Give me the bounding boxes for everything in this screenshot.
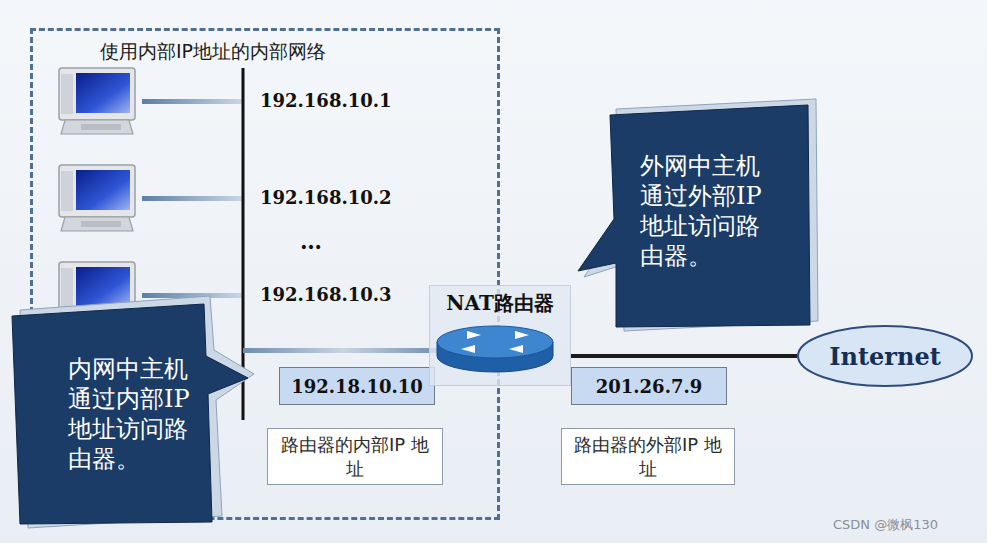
router-arrows xyxy=(461,331,529,353)
node-text: 路由器的外部IP 地址 xyxy=(573,433,723,480)
region-title: 使用内部IP地址的内部网络 xyxy=(100,39,326,65)
note-box: 路由器的外部IP 地址 xyxy=(561,428,735,485)
callout-shape: 外网中主机 通过外部IP 地址访问路由器。 xyxy=(572,95,822,335)
router-arrow xyxy=(515,331,529,339)
computer-icon xyxy=(59,68,135,134)
ip-address-label: 192.168.10.1 xyxy=(260,90,392,111)
ip-address-box: 192.18.10.10 xyxy=(279,367,435,405)
wire xyxy=(243,348,443,353)
node-text: NAT路由器 xyxy=(430,286,570,317)
note-box: 路由器的内部IP 地址 xyxy=(267,428,443,485)
node-text: 路由器的内部IP 地址 xyxy=(280,433,430,480)
router-arrow xyxy=(461,345,475,353)
wire xyxy=(142,99,242,104)
wire xyxy=(142,196,242,201)
node-text: 外网中主机 通过外部IP 地址访问路由器。 xyxy=(640,151,772,271)
node-text: 201.26.7.9 xyxy=(596,376,702,397)
node-text: 192.18.10.10 xyxy=(291,376,423,397)
node-text: Internet xyxy=(829,342,940,371)
router-arrow xyxy=(509,345,523,353)
computer-icon xyxy=(59,165,135,231)
ellipse-fill xyxy=(798,326,972,386)
callout-body xyxy=(578,105,810,327)
nat-router: NAT路由器 xyxy=(429,285,571,386)
ip-address-box: 201.26.7.9 xyxy=(571,367,727,405)
router-arrow xyxy=(467,331,481,339)
watermark: CSDN @微枫130 xyxy=(833,516,938,534)
node-text: 内网中主机 通过内部IP 地址访问路由器。 xyxy=(68,354,200,474)
connector-line xyxy=(571,354,797,358)
internet-cloud: Internet xyxy=(797,325,973,387)
ip-address-label: 192.168.10.2 xyxy=(260,187,392,208)
router-top xyxy=(437,326,553,358)
callout-shape: 内网中主机 通过内部IP 地址访问路由器。 xyxy=(4,290,256,530)
callout-body xyxy=(12,304,248,524)
ellipsis-label: … xyxy=(300,228,322,254)
ip-address-label: 192.168.10.3 xyxy=(260,284,392,305)
